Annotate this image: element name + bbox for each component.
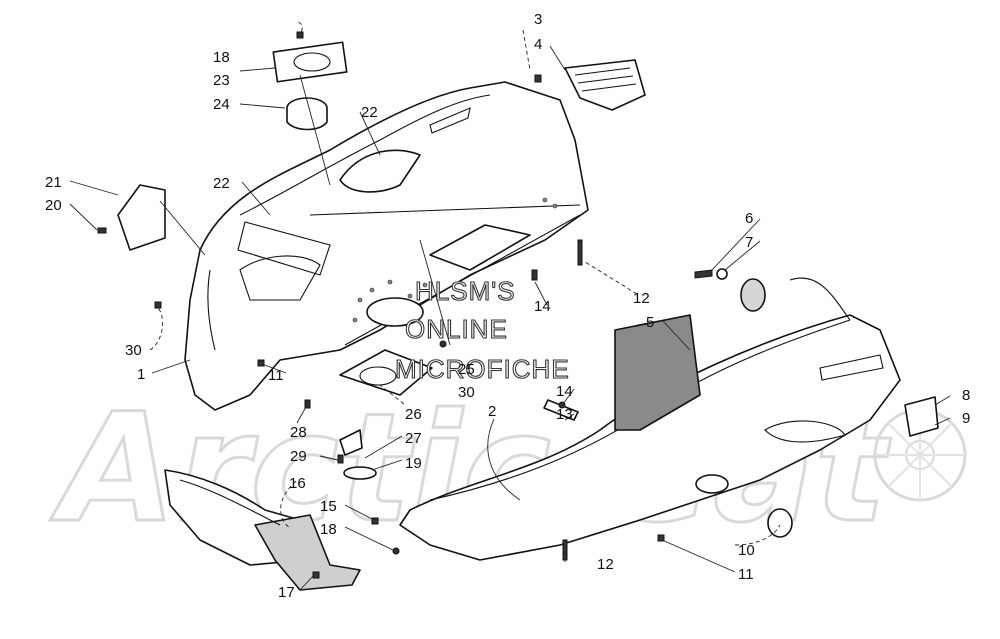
watermark-line2: ONLINE <box>405 314 508 344</box>
callout-17: 17 <box>278 584 295 601</box>
callout-7: 7 <box>745 234 753 251</box>
callout-2: 2 <box>488 403 496 420</box>
watermark: HLSM'S ONLINE MICROFICHE <box>394 275 570 384</box>
callout-4: 4 <box>534 36 542 53</box>
callout-26: 26 <box>405 406 422 423</box>
callout-3: 3 <box>534 11 542 28</box>
callout-11-left: 11 <box>268 367 284 384</box>
watermark-line1: HLSM'S <box>415 276 516 306</box>
callout-29: 29 <box>290 448 307 465</box>
callout-30-center: 30 <box>458 384 475 401</box>
callout-21: 21 <box>45 174 62 191</box>
callout-23: 23 <box>213 72 230 89</box>
watermark-line3: MICROFICHE <box>395 354 570 384</box>
callout-20: 20 <box>45 197 62 214</box>
callout-25: 25 <box>458 361 475 378</box>
callout-18-bottom: 18 <box>320 521 337 538</box>
callout-14-lower: 14 <box>556 383 573 400</box>
callout-12-upper: 12 <box>633 290 650 307</box>
callout-12-lower: 12 <box>597 556 614 573</box>
callout-10: 10 <box>738 542 755 559</box>
callout-8: 8 <box>962 387 970 404</box>
callout-30-left: 30 <box>125 342 142 359</box>
belly-pan-assembly <box>184 81 589 411</box>
callout-24: 24 <box>213 96 230 113</box>
callout-5: 5 <box>646 314 654 331</box>
callout-1: 1 <box>137 366 145 383</box>
callout-11-right: 11 <box>738 566 754 583</box>
callout-18-top: 18 <box>213 49 230 66</box>
callout-16: 16 <box>289 475 306 492</box>
callout-13: 13 <box>556 406 573 423</box>
callout-9: 9 <box>962 410 970 427</box>
callout-14-upper: 14 <box>534 298 551 315</box>
callout-22-left: 22 <box>213 175 230 192</box>
leader-lines <box>69 21 951 591</box>
callout-labels: 18 23 24 22 22 21 20 3 4 6 7 12 5 14 30 … <box>45 11 970 601</box>
callout-28: 28 <box>290 424 307 441</box>
hardware-parts <box>97 31 939 579</box>
callout-27: 27 <box>405 430 422 447</box>
callout-19: 19 <box>405 455 422 472</box>
nose-pan <box>399 277 901 561</box>
front-bumper-left <box>164 469 361 591</box>
fastener-holes <box>352 197 558 323</box>
callout-22-upper: 22 <box>361 104 378 121</box>
callout-6: 6 <box>745 210 753 227</box>
callout-15: 15 <box>320 498 337 515</box>
